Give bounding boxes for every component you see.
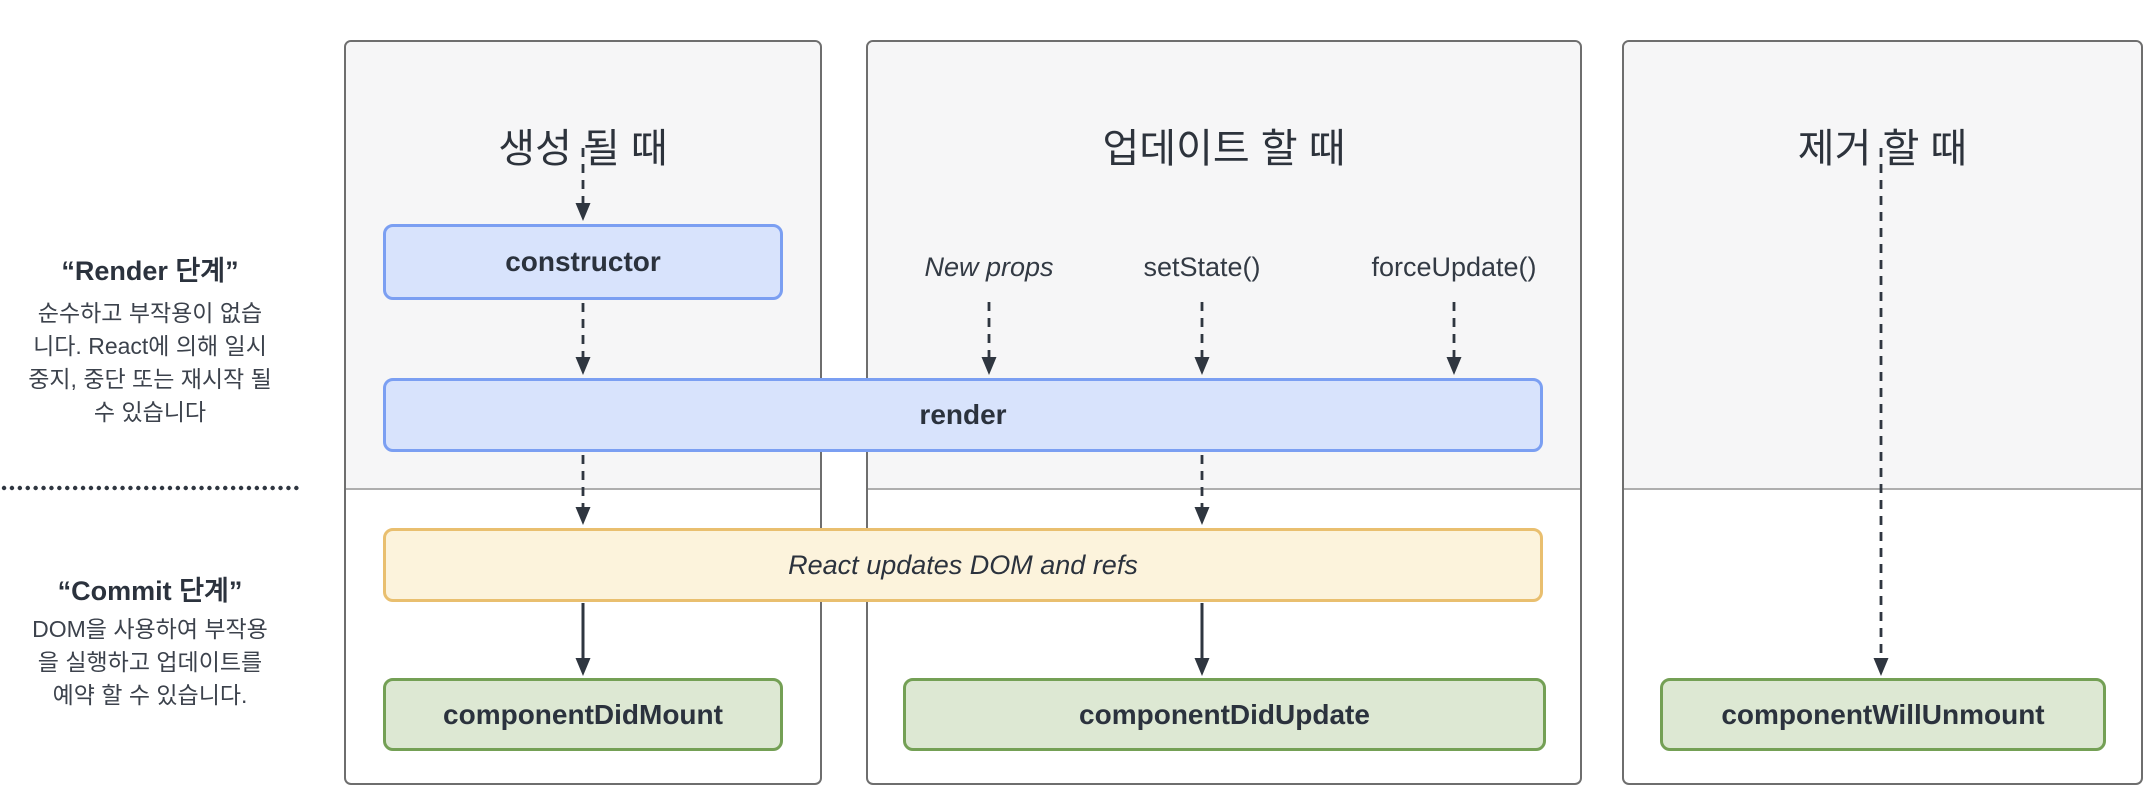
componentdidmount-box: componentDidMount	[383, 678, 783, 751]
render-box: render	[383, 378, 1543, 452]
render-phase-description-line: 니다. React에 의해 일시	[33, 333, 267, 359]
commit-phase-description-line: 예약 할 수 있습니다.	[52, 682, 248, 708]
commit-phase-description: DOM을 사용하여 부작용 을 실행하고 업데이트를 예약 할 수 있습니다.	[0, 613, 300, 712]
constructor-box: constructor	[383, 224, 783, 300]
commit-phase-description-line: DOM을 사용하여 부작용	[32, 616, 268, 642]
render-phase-description-line: 중지, 중단 또는 재시작 될	[28, 366, 272, 392]
trigger-setstate: setState()	[1143, 252, 1261, 282]
trigger-forceupdate: forceUpdate()	[1371, 252, 1537, 282]
phase-divider-dotted-line	[1, 485, 307, 491]
column-unmounting-render-phase-area	[1624, 42, 2141, 490]
column-unmounting: 제거 할 때	[1622, 40, 2143, 785]
render-phase-description-line: 수 있습니다	[93, 399, 207, 425]
componentdidupdate-box: componentDidUpdate	[903, 678, 1546, 751]
render-phase-description-line: 순수하고 부작용이 없습	[37, 300, 263, 326]
render-phase-title: “Render 단계”	[61, 256, 239, 286]
render-phase-description: 순수하고 부작용이 없습 니다. React에 의해 일시 중지, 중단 또는 …	[0, 297, 300, 429]
trigger-new-props: New props	[924, 252, 1054, 282]
react-updates-dom-box: React updates DOM and refs	[383, 528, 1543, 602]
column-unmounting-title: 제거 할 때	[1797, 127, 1968, 171]
componentwillunmount-box: componentWillUnmount	[1660, 678, 2106, 751]
commit-phase-title: “Commit 단계”	[57, 576, 243, 606]
commit-phase-description-line: 을 실행하고 업데이트를	[37, 649, 263, 675]
column-updating-title: 업데이트 할 때	[1102, 127, 1346, 171]
column-mounting-title: 생성 될 때	[498, 127, 668, 171]
